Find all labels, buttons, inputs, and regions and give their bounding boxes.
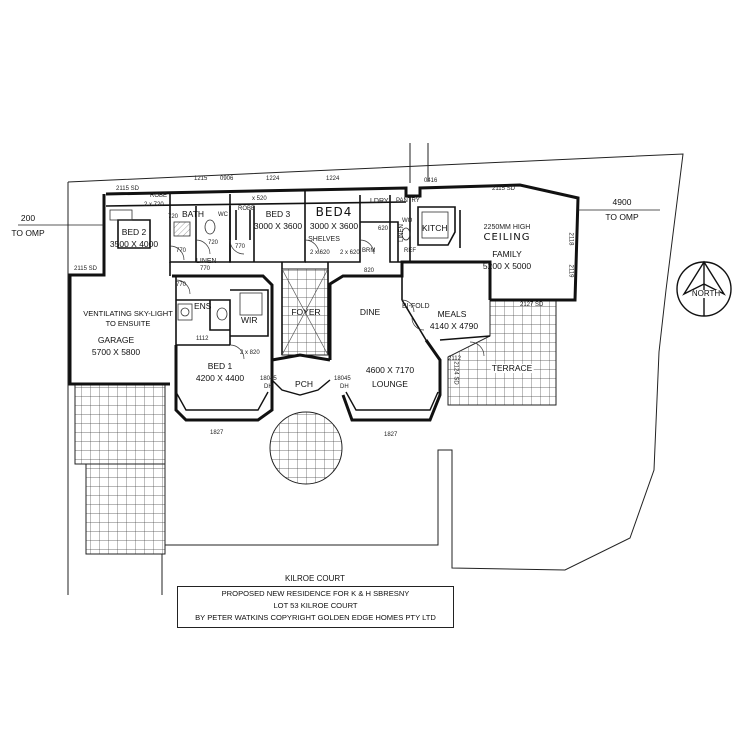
room-size-meals: 4140 X 4790 xyxy=(429,321,479,331)
dim-2115sd: 2115 SD xyxy=(116,186,139,192)
dimension-lines xyxy=(18,209,660,226)
dim-2115sd-b: 2115 SD xyxy=(492,186,515,192)
title-line-3: BY PETER WATKINS COPYRIGHT GOLDEN EDGE H… xyxy=(195,613,436,622)
dim-18045a: 18045 xyxy=(260,376,277,382)
dim-1827b: 1827 xyxy=(384,432,398,438)
dim-2x820: 2 x 820 xyxy=(240,350,260,356)
door-swings xyxy=(169,239,485,360)
dim-2124sd: 2124 SD xyxy=(452,361,459,385)
dim-770d: 770 xyxy=(176,282,187,288)
setback-left-label: TO OMP xyxy=(11,228,45,238)
dim-770c: 770 xyxy=(200,266,211,272)
room-label-dine: DINE xyxy=(359,307,381,317)
room-size-family: 5200 X 5000 xyxy=(482,261,532,271)
north-compass-icon xyxy=(676,260,732,317)
room-label-garage: GARAGE xyxy=(97,335,135,345)
room-label-ldry: LDRY xyxy=(370,198,389,205)
room-label-lounge: LOUNGE xyxy=(372,379,408,389)
dim-dh-left: DH xyxy=(264,384,273,390)
title-line-2: LOT 53 KILROE COURT xyxy=(273,601,358,610)
room-label-ref: REF xyxy=(404,248,416,254)
room-label-family: FAMILY xyxy=(492,249,522,259)
room-label-linen: LINEN xyxy=(196,258,217,265)
room-label-bed4: BED4 xyxy=(315,205,353,219)
room-size-bed2: 3500 X 4000 xyxy=(109,239,159,249)
foyer-diagonals xyxy=(281,268,329,356)
room-label-bath: BATH xyxy=(182,209,205,219)
dim-0416: 0416 xyxy=(424,178,438,184)
dim-2115sd-c: 2115 SD xyxy=(74,266,97,272)
dim-720a: 720 xyxy=(168,214,179,220)
dim-770a: 770 xyxy=(176,248,187,254)
dim-1224b: 1224 xyxy=(326,176,340,182)
dim-2x620: 2 x 620 xyxy=(310,250,330,256)
room-label-linen2: LINEN xyxy=(398,224,405,242)
room-label-brm: BRM xyxy=(362,248,376,254)
room-label-shelves: SHELVES xyxy=(308,236,340,243)
dim-770b: 770 xyxy=(235,244,246,250)
dim-820: 820 xyxy=(364,268,375,274)
room-label-wc1: WC xyxy=(218,212,228,218)
room-label-bifold: BI-FOLD xyxy=(402,303,430,310)
room-label-pch: PCH xyxy=(295,379,313,389)
room-label-robe1: ROBE xyxy=(150,193,168,199)
title-line-1: PROPOSED NEW RESIDENCE FOR K & H SBRESNY xyxy=(221,589,410,598)
dim-2112: 2112 xyxy=(448,356,461,362)
room-size-lounge: 4600 X 7170 xyxy=(365,365,415,375)
vent-note-2: TO ENSUITE xyxy=(105,319,151,328)
dim-1224a: 1224 xyxy=(266,176,280,182)
ceiling-note-2: CEILING xyxy=(483,232,531,243)
fixtures xyxy=(109,209,449,321)
dim-2x620b: 2 x 620 xyxy=(340,250,360,256)
dim-2127sd: 2127 SD xyxy=(520,302,544,308)
room-label-wir: WIR xyxy=(241,315,258,325)
compass-label: NORTH xyxy=(691,289,721,298)
area-label-terrace: TERRACE xyxy=(490,363,534,373)
ceiling-note: 2250MM HIGH xyxy=(483,224,531,231)
exterior-walls xyxy=(68,183,580,422)
dim-1112: 1112 xyxy=(196,336,209,342)
room-label-robe2: ROBE xyxy=(238,206,256,212)
dim-2118: 2118 xyxy=(567,232,574,246)
street-name: KILROE COURT xyxy=(285,574,345,583)
title-block: PROPOSED NEW RESIDENCE FOR K & H SBRESNY… xyxy=(177,586,454,628)
room-label-bed1: BED 1 xyxy=(207,361,233,371)
room-label-bed2: BED 2 xyxy=(121,227,147,237)
room-label-meals: MEALS xyxy=(437,309,467,319)
vent-note: VENTILATING SKY-LIGHT xyxy=(83,309,173,318)
dim-2119: 2119 xyxy=(567,264,574,278)
setback-right-label: TO OMP xyxy=(605,212,639,222)
room-label-kitch: KITCH xyxy=(422,223,448,233)
dim-620: 620 xyxy=(378,226,389,232)
room-label-pantry: PANTRY xyxy=(396,198,420,204)
interior-walls xyxy=(105,190,491,355)
room-label-wc2: WO xyxy=(402,218,413,224)
room-size-bed4: 3000 X 3600 xyxy=(309,221,359,231)
dim-1215: 1215 xyxy=(194,176,208,182)
setback-left-value: 200 xyxy=(20,213,36,223)
dim-520: x 520 xyxy=(252,196,267,202)
lot-boundary xyxy=(67,143,684,595)
room-size-bed3: 3000 X 3600 xyxy=(253,221,303,231)
bay-windows xyxy=(175,379,439,411)
paving xyxy=(74,268,557,555)
room-label-bed3: BED 3 xyxy=(265,209,291,219)
setback-right-value: 4900 xyxy=(612,197,632,207)
dim-720b: 720 xyxy=(208,240,219,246)
dim-2x720: 2 x 720 xyxy=(144,202,164,208)
dim-dh-right: DH xyxy=(340,384,349,390)
dim-0906: 0906 xyxy=(220,176,234,182)
room-size-garage: 5700 X 5800 xyxy=(91,347,141,357)
dim-18045b: 18045 xyxy=(334,376,351,382)
dim-1827a: 1827 xyxy=(210,430,224,436)
room-label-foyer: FOYER xyxy=(291,307,321,317)
room-size-bed1: 4200 X 4400 xyxy=(195,373,245,383)
room-label-ens: ENS xyxy=(194,301,212,311)
